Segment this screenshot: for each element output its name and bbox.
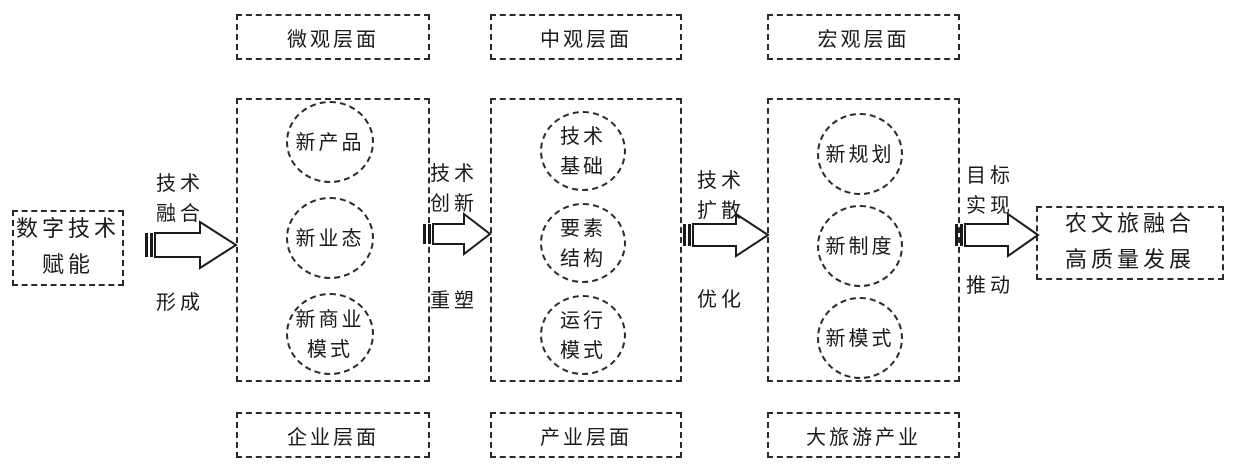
industry-item: 要素结构 [540,203,626,283]
enterprise-item: 新业态 [286,197,374,279]
enterprise-item: 新商业模式 [286,293,374,375]
arrow-2-bottom-label: 重塑 [430,288,478,312]
arrow-right-icon [423,211,492,257]
arrow-1-bottom-label: 形成 [156,290,204,314]
macro-panel [767,98,960,382]
target-line-1: 农文旅融合 [1064,212,1195,237]
industry-item: 技术基础 [540,111,626,191]
arrow-right-icon [145,220,238,270]
arrow-4-top-label: 目标实现 [966,163,1014,217]
micro-level-label: 微观层面 [236,14,430,60]
arrow-1-top-label: 技术融合 [156,171,204,225]
target-box: 农文旅融合 高质量发展 [1036,206,1224,280]
arrow-2-top-label: 技术创新 [430,161,478,215]
source-line-1: 数字技术 [15,217,120,242]
arrow-4-bottom-label: 推动 [966,273,1014,297]
arrow-right-icon [955,212,1040,258]
source-box: 数字技术 赋能 [12,210,124,286]
target-line-2: 高质量发展 [1064,248,1195,273]
industry-item: 运行模式 [540,295,626,375]
macro-item: 新规划 [817,113,903,195]
industry-panel [490,98,682,382]
macro-item: 新制度 [817,205,903,287]
arrow-3-top-label: 技术扩散 [697,168,745,222]
industry-level-label: 产业层面 [490,412,682,458]
arrow-right-icon [683,212,770,258]
macro-item: 新模式 [817,297,903,379]
arrow-3-bottom-label: 优化 [697,287,745,311]
tourism-level-label: 大旅游产业 [767,412,960,458]
source-line-2: 赋能 [41,253,94,278]
enterprise-item: 新产品 [286,101,374,183]
enterprise-level-label: 企业层面 [236,412,430,458]
meso-level-label: 中观层面 [490,14,682,60]
macro-level-label: 宏观层面 [767,14,960,60]
